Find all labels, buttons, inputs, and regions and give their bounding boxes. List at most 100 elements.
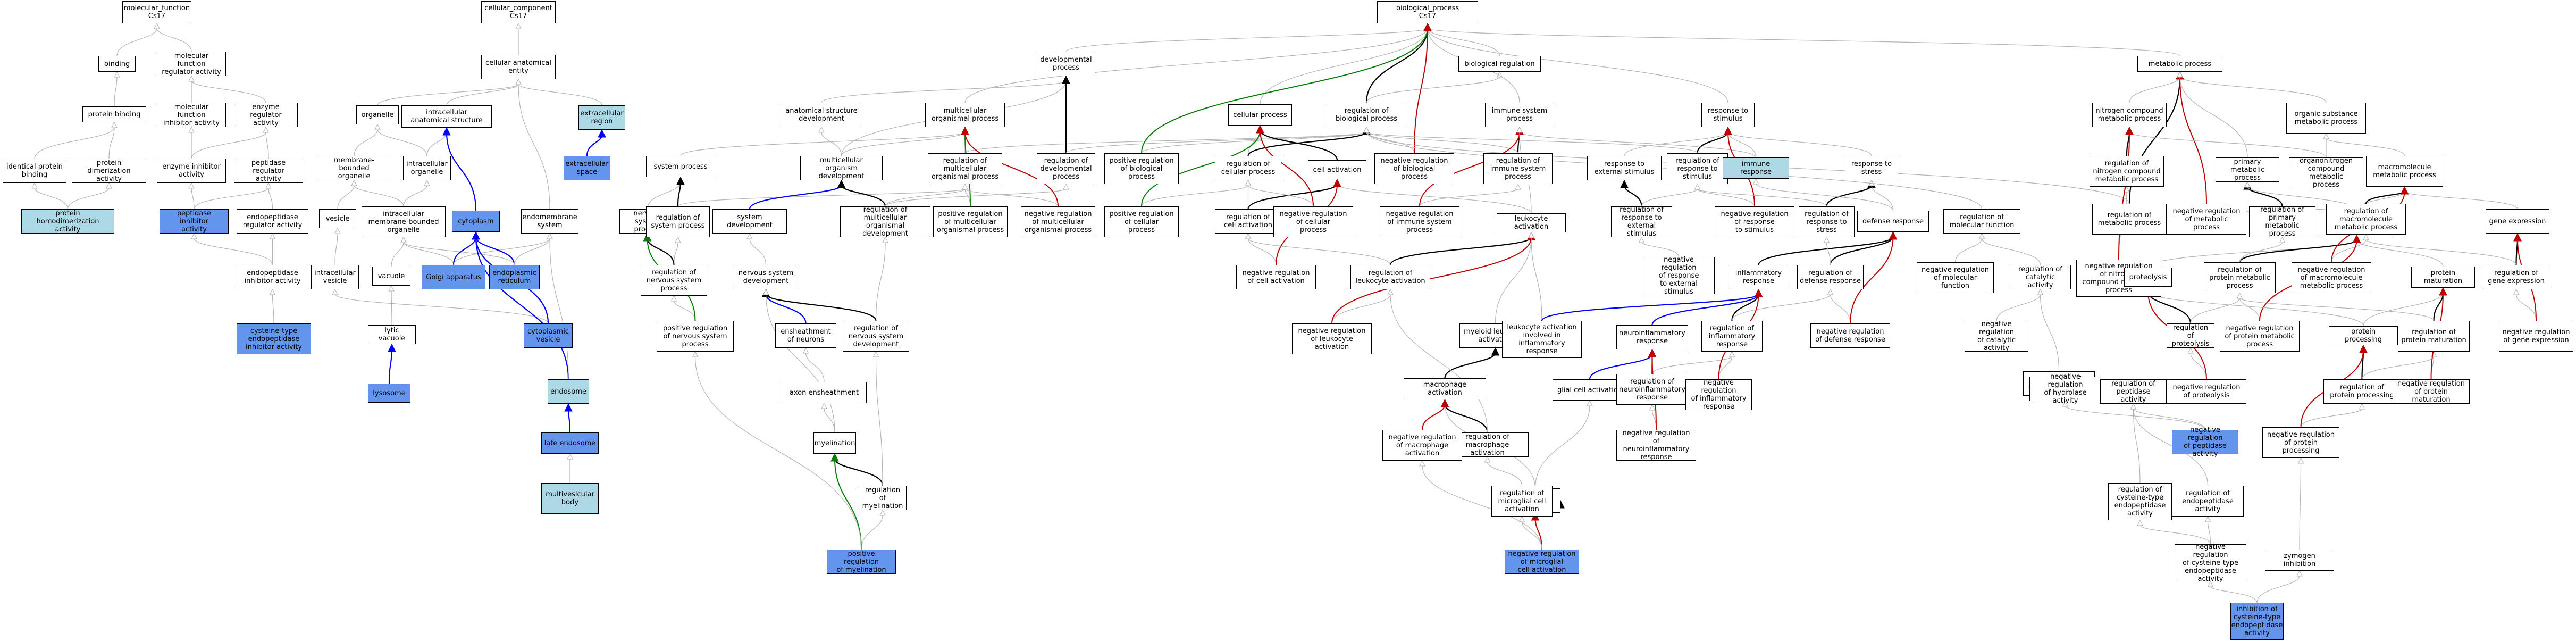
go-term-nrmop[interactable]: negative regulation of multicellular org… [1021, 206, 1095, 237]
go-term-cytoplasm[interactable]: cytoplasm [452, 211, 500, 232]
go-term-myelin[interactable]: myelination [813, 432, 856, 454]
go-term-rncmp[interactable]: regulation of nitrogen compound metaboli… [2090, 156, 2164, 187]
go-term-axon[interactable]: axon ensheathment [782, 382, 867, 403]
go-term-rcp[interactable]: regulation of cellular process [1215, 156, 1281, 180]
go-term-nrres[interactable]: negative regulation of response to exter… [1643, 256, 1715, 296]
go-term-organelle[interactable]: organelle [356, 105, 399, 124]
go-term-imbo[interactable]: intracellular membrane-bounded organelle [362, 206, 446, 237]
go-term-rrst[interactable]: regulation of response to stress [1799, 206, 1855, 237]
go-term-dr[interactable]: defense response [1857, 211, 1929, 232]
go-term-rge[interactable]: regulation of gene expression [2483, 265, 2549, 289]
go-term-rpproc[interactable]: regulation of protein processing [2323, 379, 2401, 404]
go-term-pproc[interactable]: protein processing [2329, 326, 2398, 345]
go-term-eia2[interactable]: endopeptidase inhibitor activity [237, 265, 308, 289]
go-term-glial[interactable]: glial cell activation [1553, 379, 1627, 401]
go-term-era2[interactable]: endopeptidase regulator activity [237, 209, 308, 234]
go-term-iv[interactable]: intracellular vesicle [311, 265, 359, 289]
go-term-isp[interactable]: immune system process [1485, 103, 1554, 127]
go-term-infr[interactable]: inflammatory response [1728, 265, 1789, 289]
go-term-nrca[interactable]: negative regulation of cell activation [1236, 265, 1316, 289]
go-term-eret[interactable]: endoplasmic reticulum [489, 265, 540, 289]
go-term-prbp[interactable]: positive regulation of biological proces… [1104, 153, 1179, 184]
go-term-ipb[interactable]: identical protein binding [3, 159, 66, 183]
go-term-endosome[interactable]: endosome [548, 379, 589, 404]
go-term-rtstr[interactable]: response to stress [1845, 156, 1898, 180]
go-term-nrneuro[interactable]: negative regulation of neuroinflammatory… [1616, 429, 1696, 461]
go-term-es[interactable]: extracellular space [564, 156, 610, 180]
go-term-nrhyd[interactable]: negative regulation of hydrolase activit… [2029, 373, 2101, 405]
go-term-rctep[interactable]: regulation of cysteine-type endopeptidas… [2108, 483, 2172, 520]
go-term-prmop[interactable]: positive regulation of multicellular org… [933, 206, 1008, 237]
go-term-era[interactable]: enzyme regulator activity [234, 103, 298, 127]
go-term-pmp[interactable]: primary metabolic process [2216, 157, 2279, 182]
go-term-rca[interactable]: regulation of cell activation [1215, 209, 1281, 234]
go-term-nccmp[interactable]: nitrogen compound metabolic process [2092, 103, 2167, 127]
go-term-rmphage[interactable]: regulation of macrophage activation [1446, 432, 1529, 457]
go-term-rrs[interactable]: regulation of response to stimulus [1667, 153, 1728, 184]
go-term-nrisp[interactable]: negative regulation of immune system pro… [1380, 206, 1459, 237]
go-term-nrmp[interactable]: negative regulation of metabolic process [2167, 204, 2246, 235]
go-term-la[interactable]: leukocyte activation [1497, 213, 1566, 232]
go-term-macmp[interactable]: macromolecule metabolic process [2366, 156, 2443, 187]
go-term-nrla[interactable]: negative regulation of leukocyte activat… [1292, 323, 1372, 354]
go-term-vacuole[interactable]: vacuole [372, 267, 410, 286]
go-term-lysosome[interactable]: lysosome [368, 384, 410, 403]
go-term-nrinfr[interactable]: negative regulation of inflammatory resp… [1685, 379, 1752, 411]
go-term-rmf[interactable]: regulation of molecular function [1943, 209, 2020, 234]
go-term-late[interactable]: late endosome [541, 432, 599, 454]
go-term-nrge[interactable]: negative regulation of gene expression [2499, 321, 2573, 352]
go-term-nrrs[interactable]: negative regulation of response to stimu… [1715, 206, 1794, 237]
go-term-pda[interactable]: protein dimerization activity [72, 159, 146, 183]
go-term-bp[interactable]: biological_process Cs17 [1377, 1, 1478, 23]
go-term-cae[interactable]: cellular anatomical entity [481, 55, 556, 79]
go-term-mfia[interactable]: molecular function inhibitor activity [157, 103, 226, 127]
go-term-rcata[interactable]: regulation of catalytic activity [2010, 265, 2071, 289]
go-term-rres[interactable]: regulation of response to external stimu… [1611, 206, 1672, 238]
go-term-vesicle[interactable]: vesicle [319, 209, 356, 228]
go-term-mop[interactable]: multicellular organismal process [925, 103, 1005, 127]
go-term-lytic[interactable]: lytic vacuole [368, 325, 416, 344]
go-term-rsp[interactable]: regulation of system process [646, 206, 710, 237]
go-term-ge[interactable]: gene expression [2486, 209, 2549, 234]
go-term-endomembrane[interactable]: endomembrane system [521, 209, 578, 234]
go-term-br[interactable]: biological regulation [1458, 56, 1541, 72]
go-term-rendo[interactable]: regulation of endopeptidase activity [2172, 486, 2244, 517]
go-term-protein-binding[interactable]: protein binding [82, 106, 146, 122]
go-term-nrpproc[interactable]: negative regulation of protein processin… [2262, 427, 2339, 458]
go-term-mp[interactable]: metabolic process [2137, 56, 2222, 72]
go-term-prnsp[interactable]: positive regulation of nervous system pr… [657, 321, 734, 352]
go-term-nsd[interactable]: nervous system development [733, 265, 799, 289]
go-term-nrcp[interactable]: negative regulation of cellular process [1273, 206, 1353, 237]
go-term-nrcata[interactable]: negative regulation of catalytic activit… [1965, 320, 2028, 352]
go-term-asd[interactable]: anatomical structure development [782, 103, 861, 127]
go-term-rts[interactable]: response to stimulus [1701, 103, 1755, 127]
go-term-prmyelin[interactable]: positive regulation of myelination [827, 550, 896, 574]
go-term-rmod[interactable]: regulation of multicellular organismal d… [840, 206, 930, 238]
go-term-rdr[interactable]: regulation of defense response [1797, 265, 1864, 289]
go-term-proteolysis[interactable]: proteolysis [2124, 268, 2172, 287]
go-term-rnsp[interactable]: regulation of nervous system process [641, 265, 707, 296]
go-term-rppmp[interactable]: regulation of protein metabolic process [2204, 262, 2276, 293]
go-term-mphage[interactable]: macrophage activation [1404, 378, 1486, 399]
go-term-nrpep[interactable]: negative regulation of peptidase activit… [2172, 426, 2238, 458]
go-term-nrctep[interactable]: negative regulation of cysteine-type end… [2175, 543, 2246, 583]
go-term-nrmphage[interactable]: negative regulation of macrophage activa… [1382, 430, 1462, 461]
go-term-ca[interactable]: cell activation [1308, 160, 1366, 179]
go-term-osmp[interactable]: organic substance metabolic process [2286, 103, 2366, 134]
go-term-rpmp[interactable]: regulation of primary metabolic process [2249, 206, 2315, 238]
go-term-rbp[interactable]: regulation of biological process [1327, 103, 1406, 127]
go-term-neuro[interactable]: neuroinflammatory response [1616, 325, 1688, 349]
go-term-nrpmat[interactable]: negative regulation of protein maturatio… [2393, 379, 2470, 404]
go-term-pra[interactable]: peptidase regulator activity [234, 159, 303, 183]
go-term-cc[interactable]: cellular_component Cs17 [481, 1, 556, 23]
go-term-phda[interactable]: protein homodimerization activity [21, 209, 114, 234]
go-term-rmyelin[interactable]: regulation of myelination [859, 486, 907, 510]
go-term-mfra[interactable]: molecular function regulator activity [157, 52, 226, 76]
go-term-nrdr[interactable]: negative regulation of defense response [1810, 323, 1890, 348]
go-term-rpmat[interactable]: regulation of protein maturation [2398, 321, 2470, 352]
go-term-rdp[interactable]: regulation of developmental process [1037, 153, 1095, 184]
go-term-rinfr[interactable]: regulation of inflammatory response [1701, 321, 1763, 352]
go-term-rmp[interactable]: regulation of metabolic process [2092, 204, 2167, 235]
go-term-cteia[interactable]: cysteine-type endopeptidase inhibitor ac… [237, 323, 311, 354]
go-term-icte[interactable]: inhibition of cysteine-type endopeptidas… [2230, 603, 2284, 640]
